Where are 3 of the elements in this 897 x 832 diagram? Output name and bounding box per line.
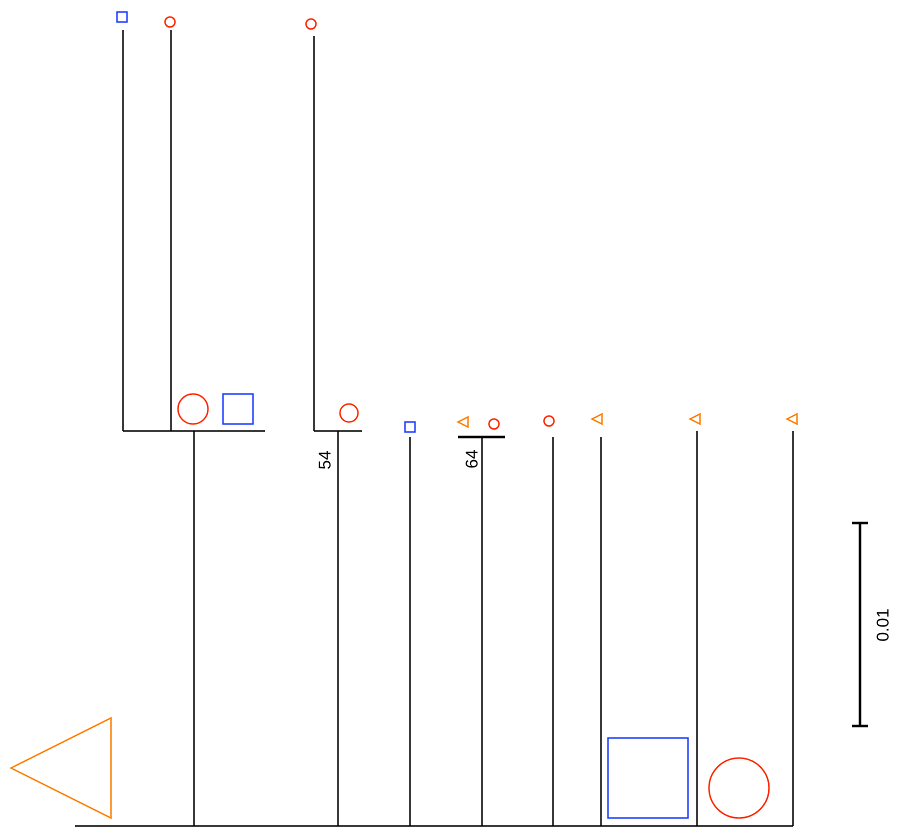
scale-label: 0.01 <box>874 608 892 642</box>
bootstrap-value: 54 <box>316 450 334 470</box>
bootstrap-value: 64 <box>464 450 480 468</box>
